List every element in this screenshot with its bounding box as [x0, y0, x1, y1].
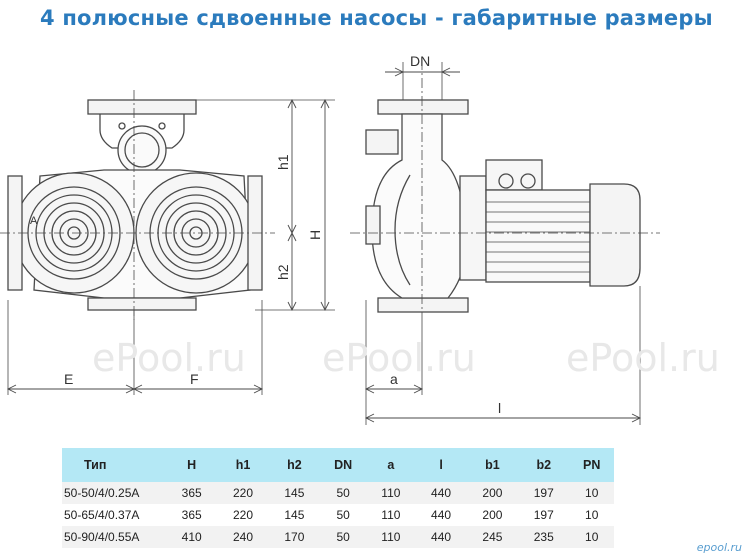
front-view — [0, 90, 335, 395]
table-cell: 365 — [166, 504, 218, 526]
table-cell: 10 — [569, 504, 614, 526]
watermark: ePool.ru — [92, 336, 246, 380]
table-cell: 240 — [217, 526, 269, 548]
column-header: b1 — [466, 448, 519, 482]
table-row: 50-90/4/0.55A 410 240 170 50 110 440 245… — [62, 526, 614, 548]
table-row: 50-65/4/0.37A 365 220 145 50 110 440 200… — [62, 504, 614, 526]
table-cell: 235 — [518, 526, 570, 548]
table-cell: 50 — [320, 526, 367, 548]
column-header: h2 — [268, 448, 321, 482]
table-cell: 365 — [166, 482, 218, 504]
table-cell: 197 — [518, 504, 570, 526]
table-cell: 440 — [415, 504, 467, 526]
dim-label-h2: h2 — [275, 264, 291, 280]
pump-technical-drawing: DN h1 h2 H E F a l A — [0, 53, 660, 425]
table-cell: 145 — [268, 482, 321, 504]
table-cell: 50 — [320, 504, 367, 526]
table-cell: 440 — [415, 482, 467, 504]
column-header: a — [366, 448, 416, 482]
page-title: 4 полюсные сдвоенные насосы - габаритные… — [40, 6, 713, 30]
table-cell: 110 — [366, 526, 416, 548]
side-view — [350, 60, 660, 425]
watermark: ePool.ru — [566, 336, 720, 380]
table-cell: 170 — [268, 526, 321, 548]
column-header: b2 — [518, 448, 570, 482]
table-cell: 220 — [217, 482, 269, 504]
dimensions-table: Тип H h1 h2 DN a l b1 b2 PN 50-50/4/0.25… — [62, 448, 614, 548]
table-cell: 200 — [466, 482, 519, 504]
dim-label-a: a — [390, 371, 398, 387]
table-cell: 145 — [268, 504, 321, 526]
table-cell: 50 — [320, 482, 367, 504]
dim-label-dn: DN — [410, 53, 430, 69]
table-cell: 440 — [415, 526, 467, 548]
watermark: ePool.ru — [322, 336, 476, 380]
table-cell: 245 — [466, 526, 519, 548]
rotation-label-a: A — [30, 215, 38, 227]
dim-label-H: H — [307, 230, 323, 240]
table-cell: 50-50/4/0.25A — [62, 482, 166, 504]
table-cell: 50-65/4/0.37A — [62, 504, 166, 526]
dim-label-E: E — [64, 371, 73, 387]
table-cell: 10 — [569, 482, 614, 504]
site-logo: epool.ru — [696, 541, 742, 554]
table-cell: 220 — [217, 504, 269, 526]
column-header: H — [166, 448, 218, 482]
table-cell: 197 — [518, 482, 570, 504]
table-cell: 200 — [466, 504, 519, 526]
dim-label-l: l — [498, 400, 501, 416]
table-cell: 110 — [366, 504, 416, 526]
table-header-row: Тип H h1 h2 DN a l b1 b2 PN — [62, 448, 614, 482]
column-header: PN — [569, 448, 614, 482]
column-header: Тип — [62, 448, 166, 482]
table-cell: 110 — [366, 482, 416, 504]
column-header: l — [415, 448, 467, 482]
table-cell: 50-90/4/0.55A — [62, 526, 166, 548]
dim-label-h1: h1 — [275, 154, 291, 170]
column-header: h1 — [217, 448, 269, 482]
table-row: 50-50/4/0.25A 365 220 145 50 110 440 200… — [62, 482, 614, 504]
column-header: DN — [320, 448, 367, 482]
table-cell: 10 — [569, 526, 614, 548]
dim-label-F: F — [190, 371, 199, 387]
table-cell: 410 — [166, 526, 218, 548]
